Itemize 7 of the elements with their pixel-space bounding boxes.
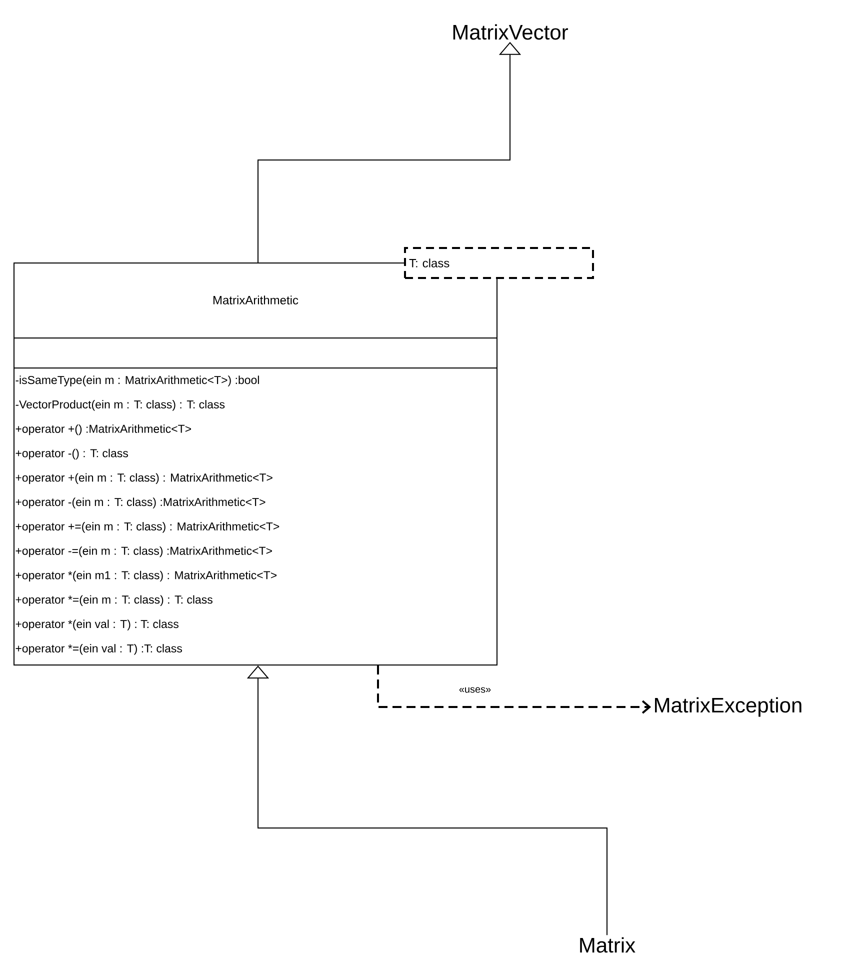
edge-label: «uses»: [459, 687, 491, 693]
class-name: MatrixVector: [453, 24, 568, 40]
class-name: Matrix: [580, 937, 636, 953]
class-name: MatrixException: [655, 697, 802, 717]
arrow: [377, 666, 652, 714]
arrow: [246, 666, 608, 936]
template-parameter-box: T: class: [404, 247, 594, 279]
